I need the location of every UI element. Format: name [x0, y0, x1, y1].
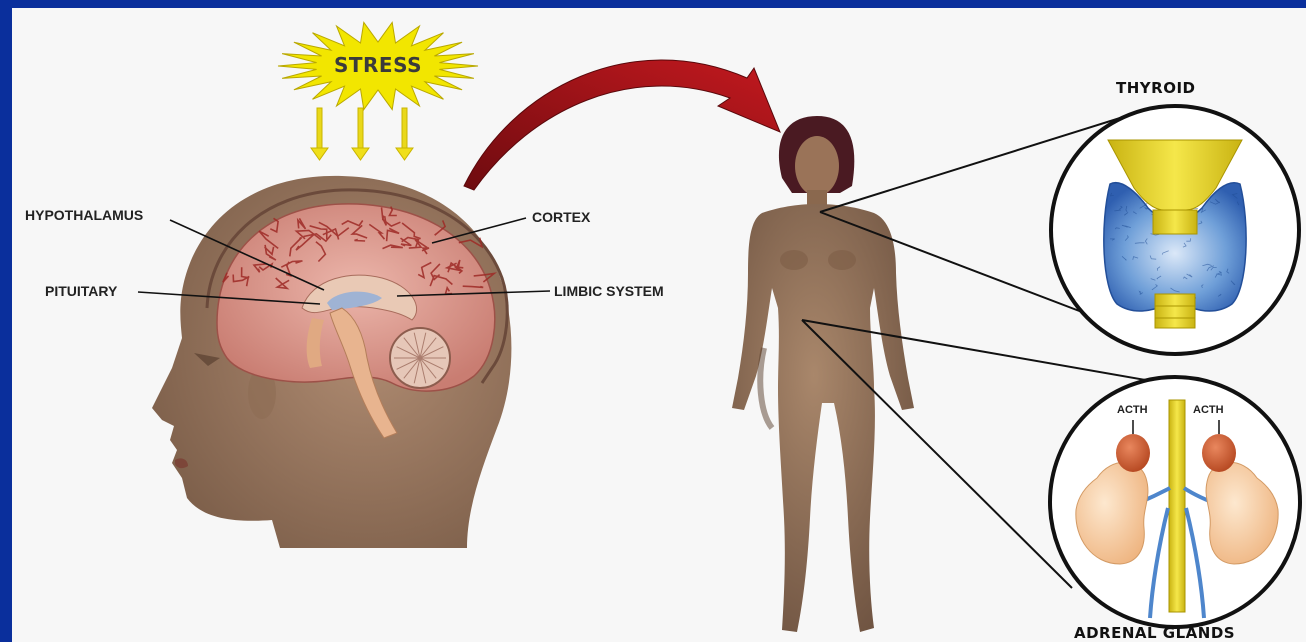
- label-pituitary: PITUITARY: [45, 283, 118, 299]
- diagram-canvas: STRESS HYPO: [12, 8, 1306, 642]
- stress-starburst: STRESS: [278, 22, 478, 109]
- down-arrow-icon: [352, 108, 369, 160]
- adrenal-inset: [1050, 377, 1300, 627]
- label-adrenal-glands: ADRENAL GLANDS: [1074, 624, 1235, 642]
- label-hypothalamus: HYPOTHALAMUS: [25, 207, 143, 223]
- red-curved-arrow: [464, 60, 780, 190]
- label-limbic-system: LIMBIC SYSTEM: [554, 283, 664, 299]
- down-arrow-icon: [311, 108, 328, 160]
- stress-label: STRESS: [334, 53, 422, 77]
- head-illustration: [152, 176, 511, 548]
- label-cortex: CORTEX: [532, 209, 591, 225]
- down-arrow-icon: [396, 108, 413, 160]
- human-body-figure: [732, 116, 914, 632]
- label-acth-left: ACTH: [1117, 404, 1148, 416]
- label-acth-right: ACTH: [1193, 404, 1224, 416]
- label-thyroid: THYROID: [1116, 79, 1195, 97]
- stress-arrows: [311, 108, 413, 160]
- thyroid-inset: [1051, 106, 1299, 354]
- stress-response-diagram: STRESS HYPO: [12, 8, 1306, 642]
